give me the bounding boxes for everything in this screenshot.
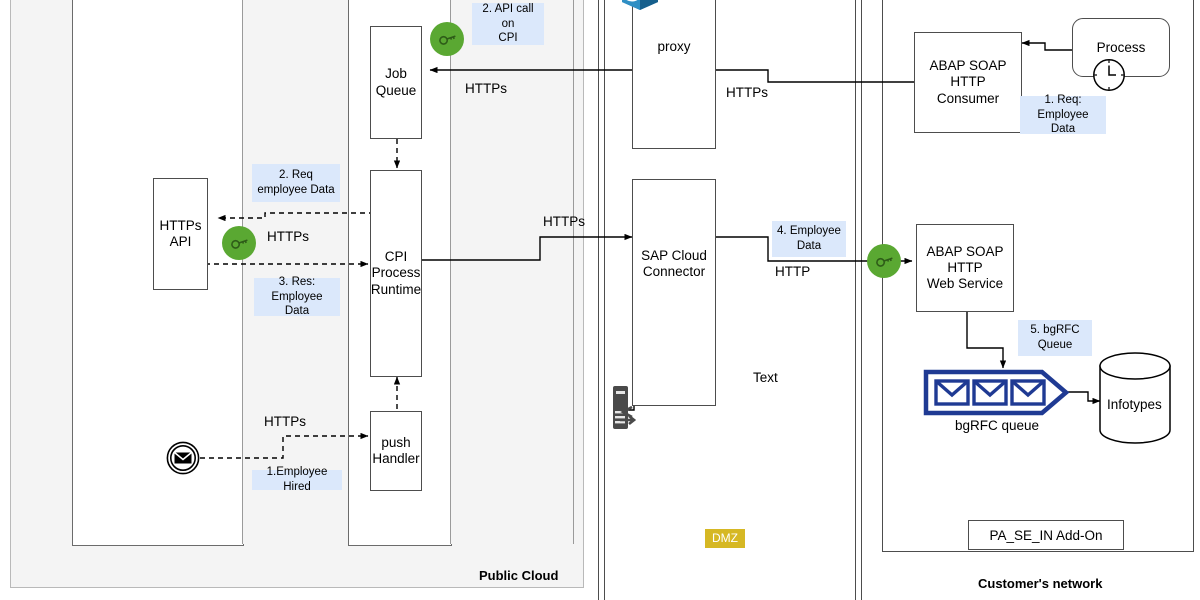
annotation-res-employee-data: 3. Res: Employee Data	[254, 276, 340, 317]
node-infotypes[interactable]	[1098, 352, 1172, 444]
key-icon-abap-web-service[interactable]	[867, 244, 901, 278]
key-icon-cpi-api[interactable]	[430, 22, 464, 56]
node-proxy[interactable]: proxy	[632, 0, 716, 149]
annotation-req-employee-data-process: 1. Req: Employee Data	[1020, 94, 1106, 135]
key-icon-https-api[interactable]	[222, 226, 256, 260]
node-process-label: Process	[1096, 40, 1146, 55]
label-free-text: Text	[753, 370, 778, 385]
annotation-employee-hired: 1.Employee Hired	[252, 466, 342, 493]
node-push-handler-label: push Handler	[372, 434, 420, 466]
label-http-scc: HTTP	[775, 264, 811, 279]
node-pa-se-in-addon[interactable]: PA_SE_IN Add-On	[968, 520, 1124, 550]
zone-dmz	[598, 0, 862, 600]
annotation-bgrfc-queue: 5. bgRFC Queue	[1018, 320, 1092, 356]
node-https-api[interactable]: HTTPs API	[153, 178, 208, 290]
timer-clock-icon	[1092, 58, 1126, 92]
label-https-job-queue: HTTPs	[465, 81, 507, 96]
node-cpi-process-runtime[interactable]: CPI Process Runtime	[370, 170, 422, 377]
node-abap-soap-http-consumer-label: ABAP SOAP HTTP Consumer	[929, 58, 1007, 106]
message-start-event-icon[interactable]	[166, 441, 200, 475]
zone-title-public-cloud: Public Cloud	[479, 568, 559, 583]
node-abap-soap-http-web-service[interactable]: ABAP SOAP HTTP Web Service	[916, 224, 1014, 312]
gateway-server-icon	[612, 385, 637, 430]
zone-title-customer-network: Customer's network	[978, 576, 1103, 591]
label-https-cpi-out: HTTPs	[543, 214, 585, 229]
annotation-api-call-on-cpi: 2. API call on CPI	[472, 3, 544, 45]
node-proxy-label: proxy	[657, 39, 691, 54]
annotation-req-employee-data: 2. Req employee Data	[252, 164, 340, 202]
node-sap-cloud-connector[interactable]: SAP Cloud Connector	[632, 179, 716, 406]
zone-dmz-inner-border	[604, 0, 856, 600]
node-push-handler[interactable]: push Handler	[370, 411, 422, 491]
cloud-cube-icon	[618, 0, 662, 12]
node-job-queue-label: Job Queue	[375, 66, 417, 98]
node-abap-soap-http-consumer[interactable]: ABAP SOAP HTTP Consumer	[914, 32, 1022, 133]
label-https-push: HTTPs	[264, 414, 306, 429]
label-https-proxy: HTTPs	[726, 85, 768, 100]
node-cpi-process-runtime-label: CPI Process Runtime	[370, 249, 422, 297]
node-pa-se-in-addon-label: PA_SE_IN Add-On	[989, 527, 1103, 543]
annotation-employee-data: 4. Employee Data	[772, 221, 846, 257]
node-job-queue[interactable]: Job Queue	[370, 26, 422, 139]
node-infotypes-label: Infotypes	[1107, 397, 1162, 412]
zone-badge-dmz: DMZ	[705, 529, 745, 548]
node-https-api-label: HTTPs API	[159, 217, 202, 249]
node-sap-cloud-connector-label: SAP Cloud Connector	[641, 248, 707, 280]
node-bgrfc-queue[interactable]	[922, 368, 1070, 417]
label-https-api: HTTPs	[267, 229, 309, 244]
node-abap-soap-http-web-service-label: ABAP SOAP HTTP Web Service	[926, 243, 1004, 292]
zone-public-cloud-lane-right	[450, 0, 574, 544]
node-bgrfc-queue-caption: bgRFC queue	[955, 418, 1040, 433]
